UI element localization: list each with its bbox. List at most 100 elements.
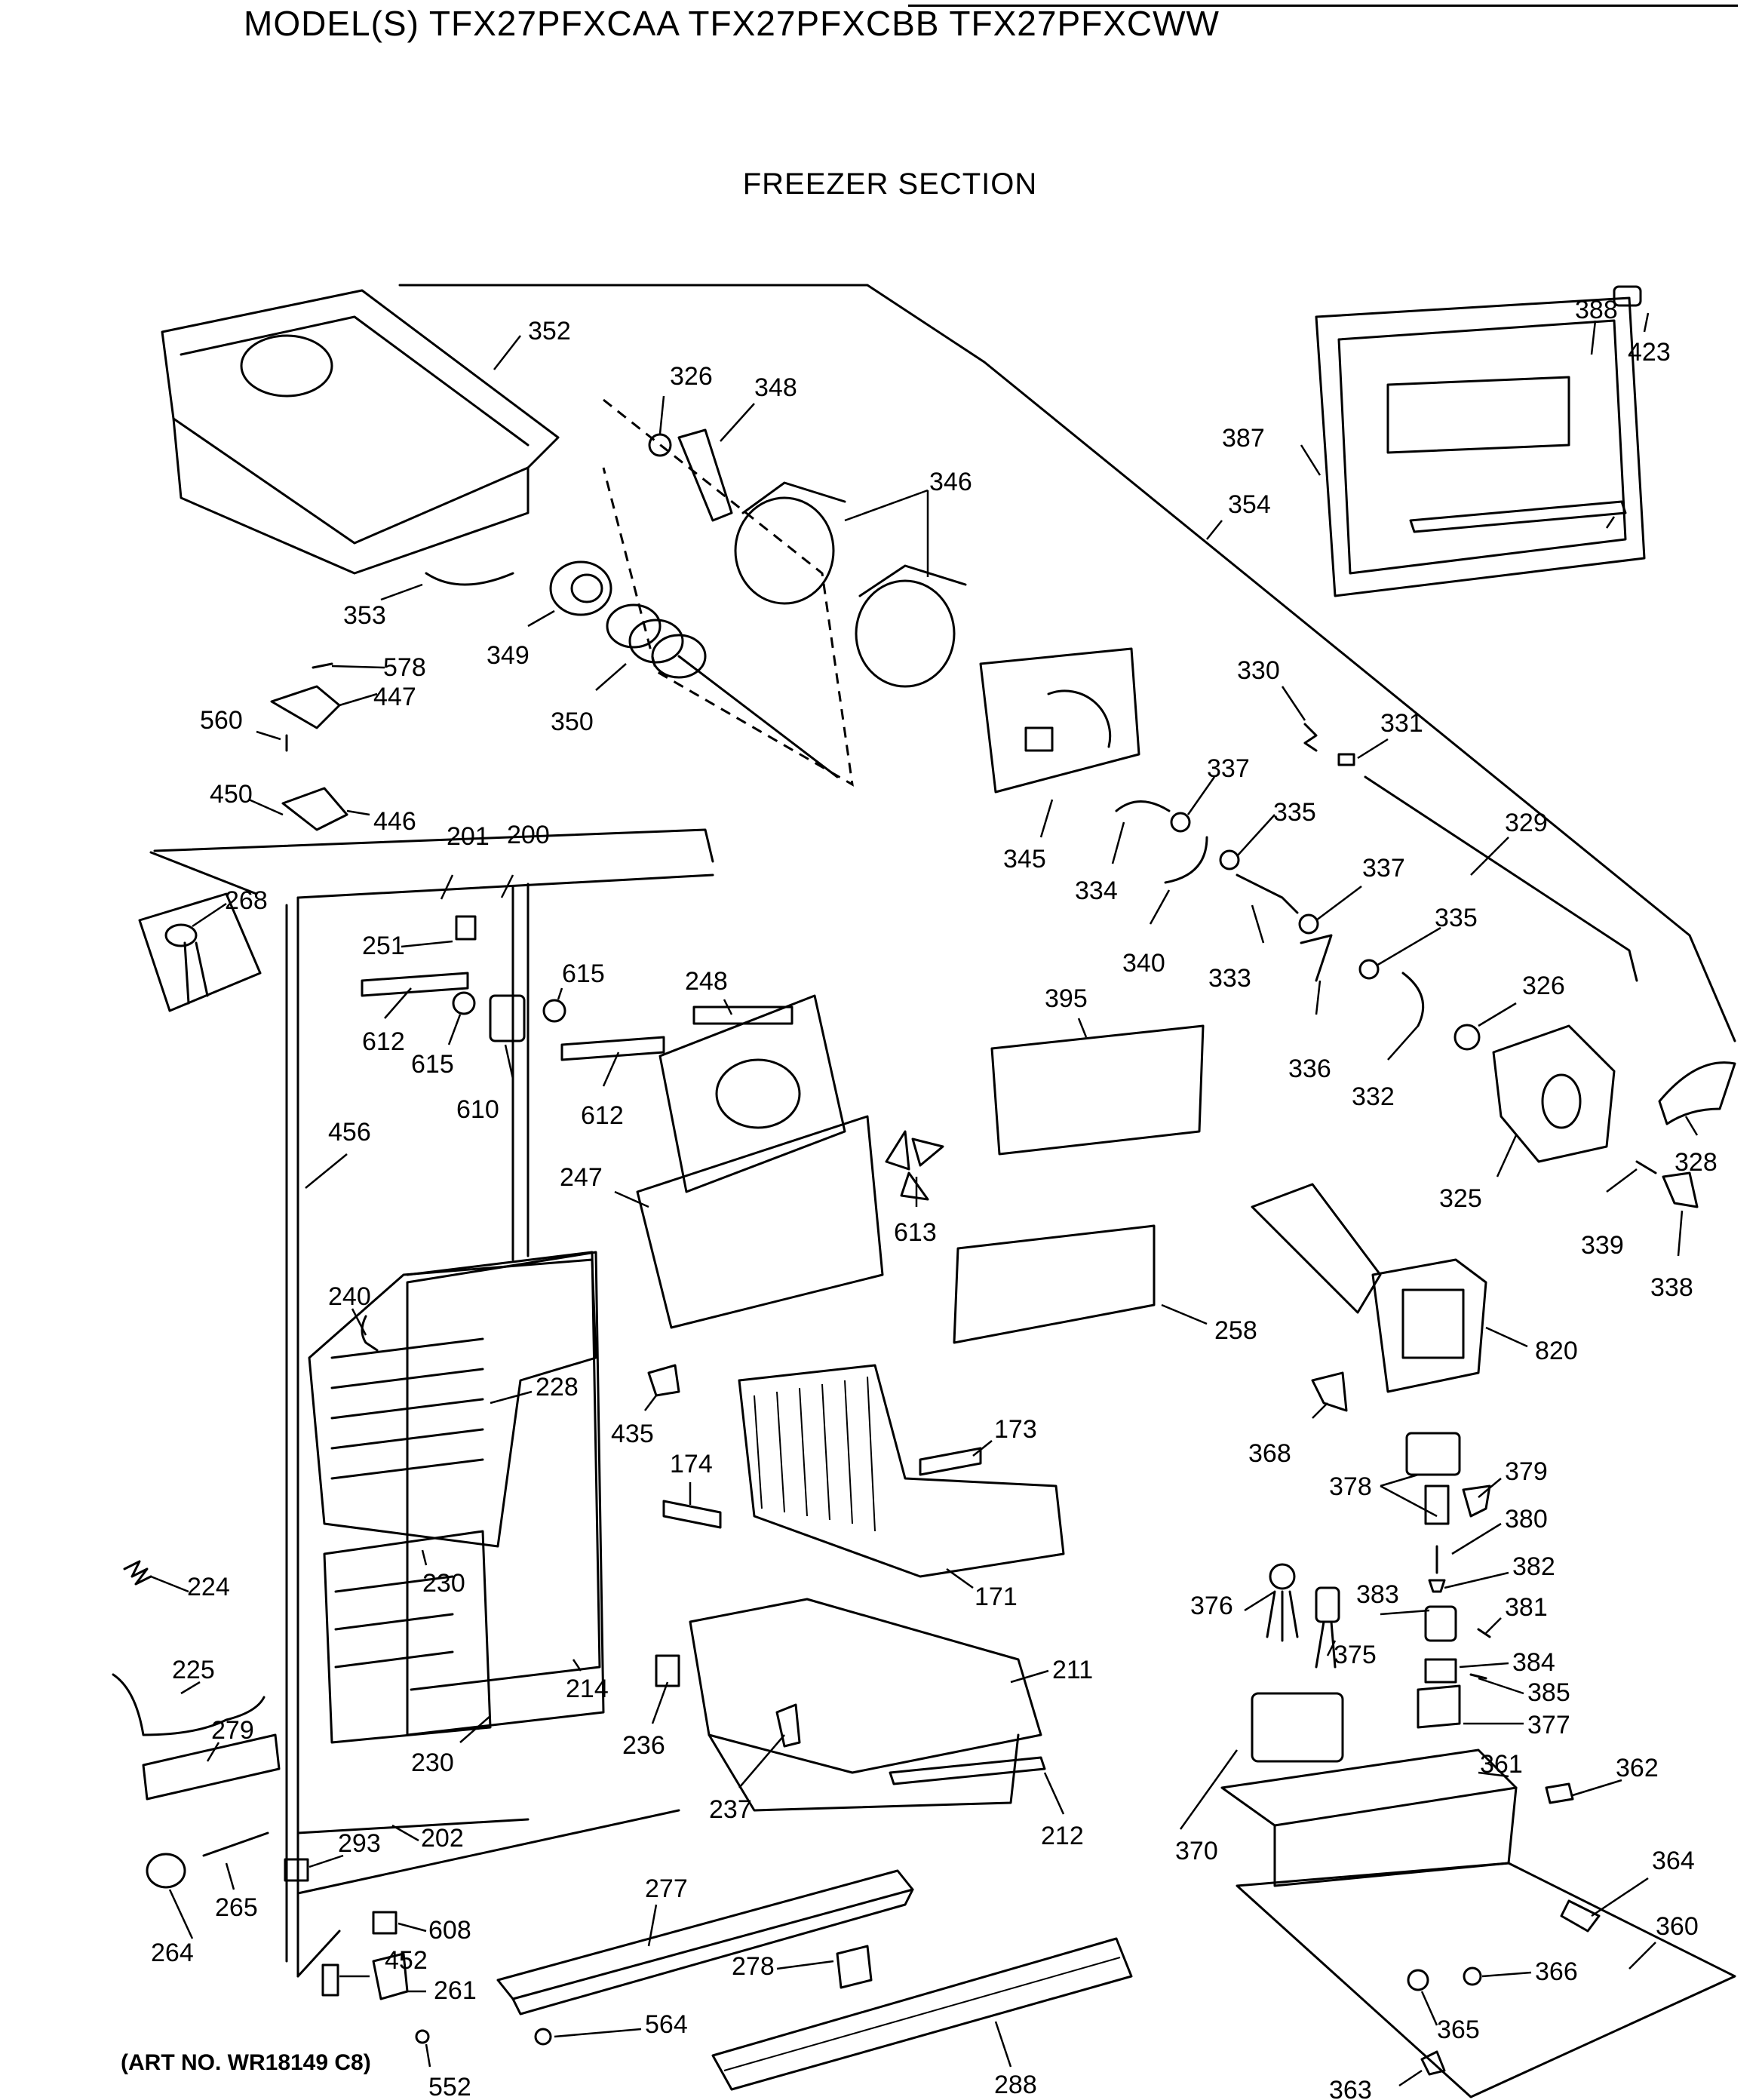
callout-446: 446 [373,807,416,836]
part-328-chute [1658,1061,1736,1125]
part-365-grommet [1407,1969,1429,1991]
callout-212: 212 [1041,1822,1084,1850]
callout-364: 364 [1652,1847,1695,1875]
callout-379: 379 [1505,1457,1548,1486]
part-350-auger-coil [606,603,839,778]
callout-612b: 612 [581,1101,624,1130]
part-564-screw [534,2028,552,2046]
callout-224: 224 [187,1573,230,1601]
part-366-grommet [1463,1966,1482,1986]
callout-370: 370 [1175,1837,1218,1865]
callout-346: 346 [929,468,972,496]
part-435-clip [647,1364,680,1397]
art-number: (ART NO. WR18149 C8) [121,2050,371,2075]
callout-279: 279 [211,1716,254,1745]
callout-251: 251 [362,932,405,960]
part-395-cover [990,1024,1205,1156]
callout-366: 366 [1535,1957,1578,1986]
callout-337a: 337 [1207,754,1250,783]
part-423-lamp [1613,285,1642,307]
part-387-dispenser-door [1315,296,1646,597]
callout-615a: 615 [562,959,605,988]
part-352-bucket [161,289,560,575]
part-230-heater [323,1530,492,1744]
callout-360: 360 [1656,1912,1699,1941]
part-615a-grommet [452,991,476,1015]
part-293-clip [284,1858,309,1882]
part-264-265 [146,1831,269,1889]
parts-378-380-assembly [1405,1432,1491,1525]
callout-608: 608 [428,1916,471,1945]
callout-329: 329 [1505,809,1548,837]
callout-613: 613 [894,1218,937,1247]
parts-446-450-bracket [270,662,348,831]
callout-201: 201 [447,822,490,851]
callout-363: 363 [1329,2076,1372,2100]
callout-452: 452 [385,1946,428,1975]
callout-334: 334 [1075,877,1118,905]
callout-377: 377 [1527,1711,1570,1739]
parts-381-385-stack [1417,1545,1491,1729]
part-279-rail [142,1733,281,1801]
callout-237: 237 [709,1795,752,1824]
parts-375-376-wires [1266,1563,1340,1669]
callout-328: 328 [1675,1148,1717,1177]
part-278-clip [836,1945,873,1989]
callout-337b: 337 [1362,854,1405,883]
part-236-clip [655,1654,680,1687]
callout-376: 376 [1190,1592,1233,1620]
callout-248: 248 [685,967,728,996]
part-349-auger-hub [549,560,612,616]
model-title: MODEL(S) TFX27PFXCAA TFX27PFXCBB TFX27PF… [244,4,1220,43]
part-240-sensor [361,1315,379,1352]
callout-365: 365 [1437,2016,1480,2044]
callout-350: 350 [551,708,594,736]
callout-368: 368 [1248,1439,1291,1468]
callout-435: 435 [611,1420,654,1448]
callout-211: 211 [1052,1656,1093,1684]
callout-268: 268 [225,886,268,915]
part-174-support [662,1500,722,1529]
part-610-switch [489,994,526,1042]
header-rule [908,5,1738,7]
parts-333-337-linkage [1115,800,1481,1051]
callout-560: 560 [200,706,243,735]
part-338-latch [1662,1171,1699,1208]
part-346-drums [734,481,967,688]
callout-293: 293 [338,1829,381,1858]
callout-612a: 612 [362,1027,405,1056]
callout-375: 375 [1334,1641,1377,1669]
callout-382: 382 [1512,1552,1555,1581]
callout-leaders [150,312,1699,2087]
callout-578: 578 [383,653,426,682]
callout-336: 336 [1288,1055,1331,1083]
callout-395: 395 [1045,984,1088,1013]
callout-171: 171 [975,1583,1018,1611]
callout-326b: 326 [1522,972,1565,1000]
callout-388a: 388 [1575,296,1618,324]
callout-200: 200 [507,821,550,849]
part-608-clip [372,1911,398,1935]
callout-225: 225 [172,1656,215,1684]
callout-380: 380 [1505,1505,1548,1534]
callout-265: 265 [215,1893,258,1922]
callout-214: 214 [566,1675,609,1703]
part-339-pin [1635,1160,1657,1174]
callout-552: 552 [428,2073,471,2100]
part-615b-grommet [542,999,566,1023]
part-326-washer [648,433,672,457]
callout-610: 610 [456,1095,499,1124]
parts-360-361-base [1220,1748,1736,2098]
callout-339: 339 [1581,1231,1624,1260]
part-452-bracket [321,1963,339,1997]
part-171-wire-basket [738,1364,1065,1578]
part-258-cover [953,1224,1156,1344]
callout-325: 325 [1439,1184,1482,1213]
callout-335b: 335 [1435,904,1478,932]
callout-264: 264 [151,1939,194,1967]
part-330-spring [1303,723,1318,752]
callout-277: 277 [645,1874,688,1903]
part-613-fan-blade [885,1130,944,1201]
callout-348: 348 [754,373,797,402]
callout-820: 820 [1535,1337,1578,1365]
